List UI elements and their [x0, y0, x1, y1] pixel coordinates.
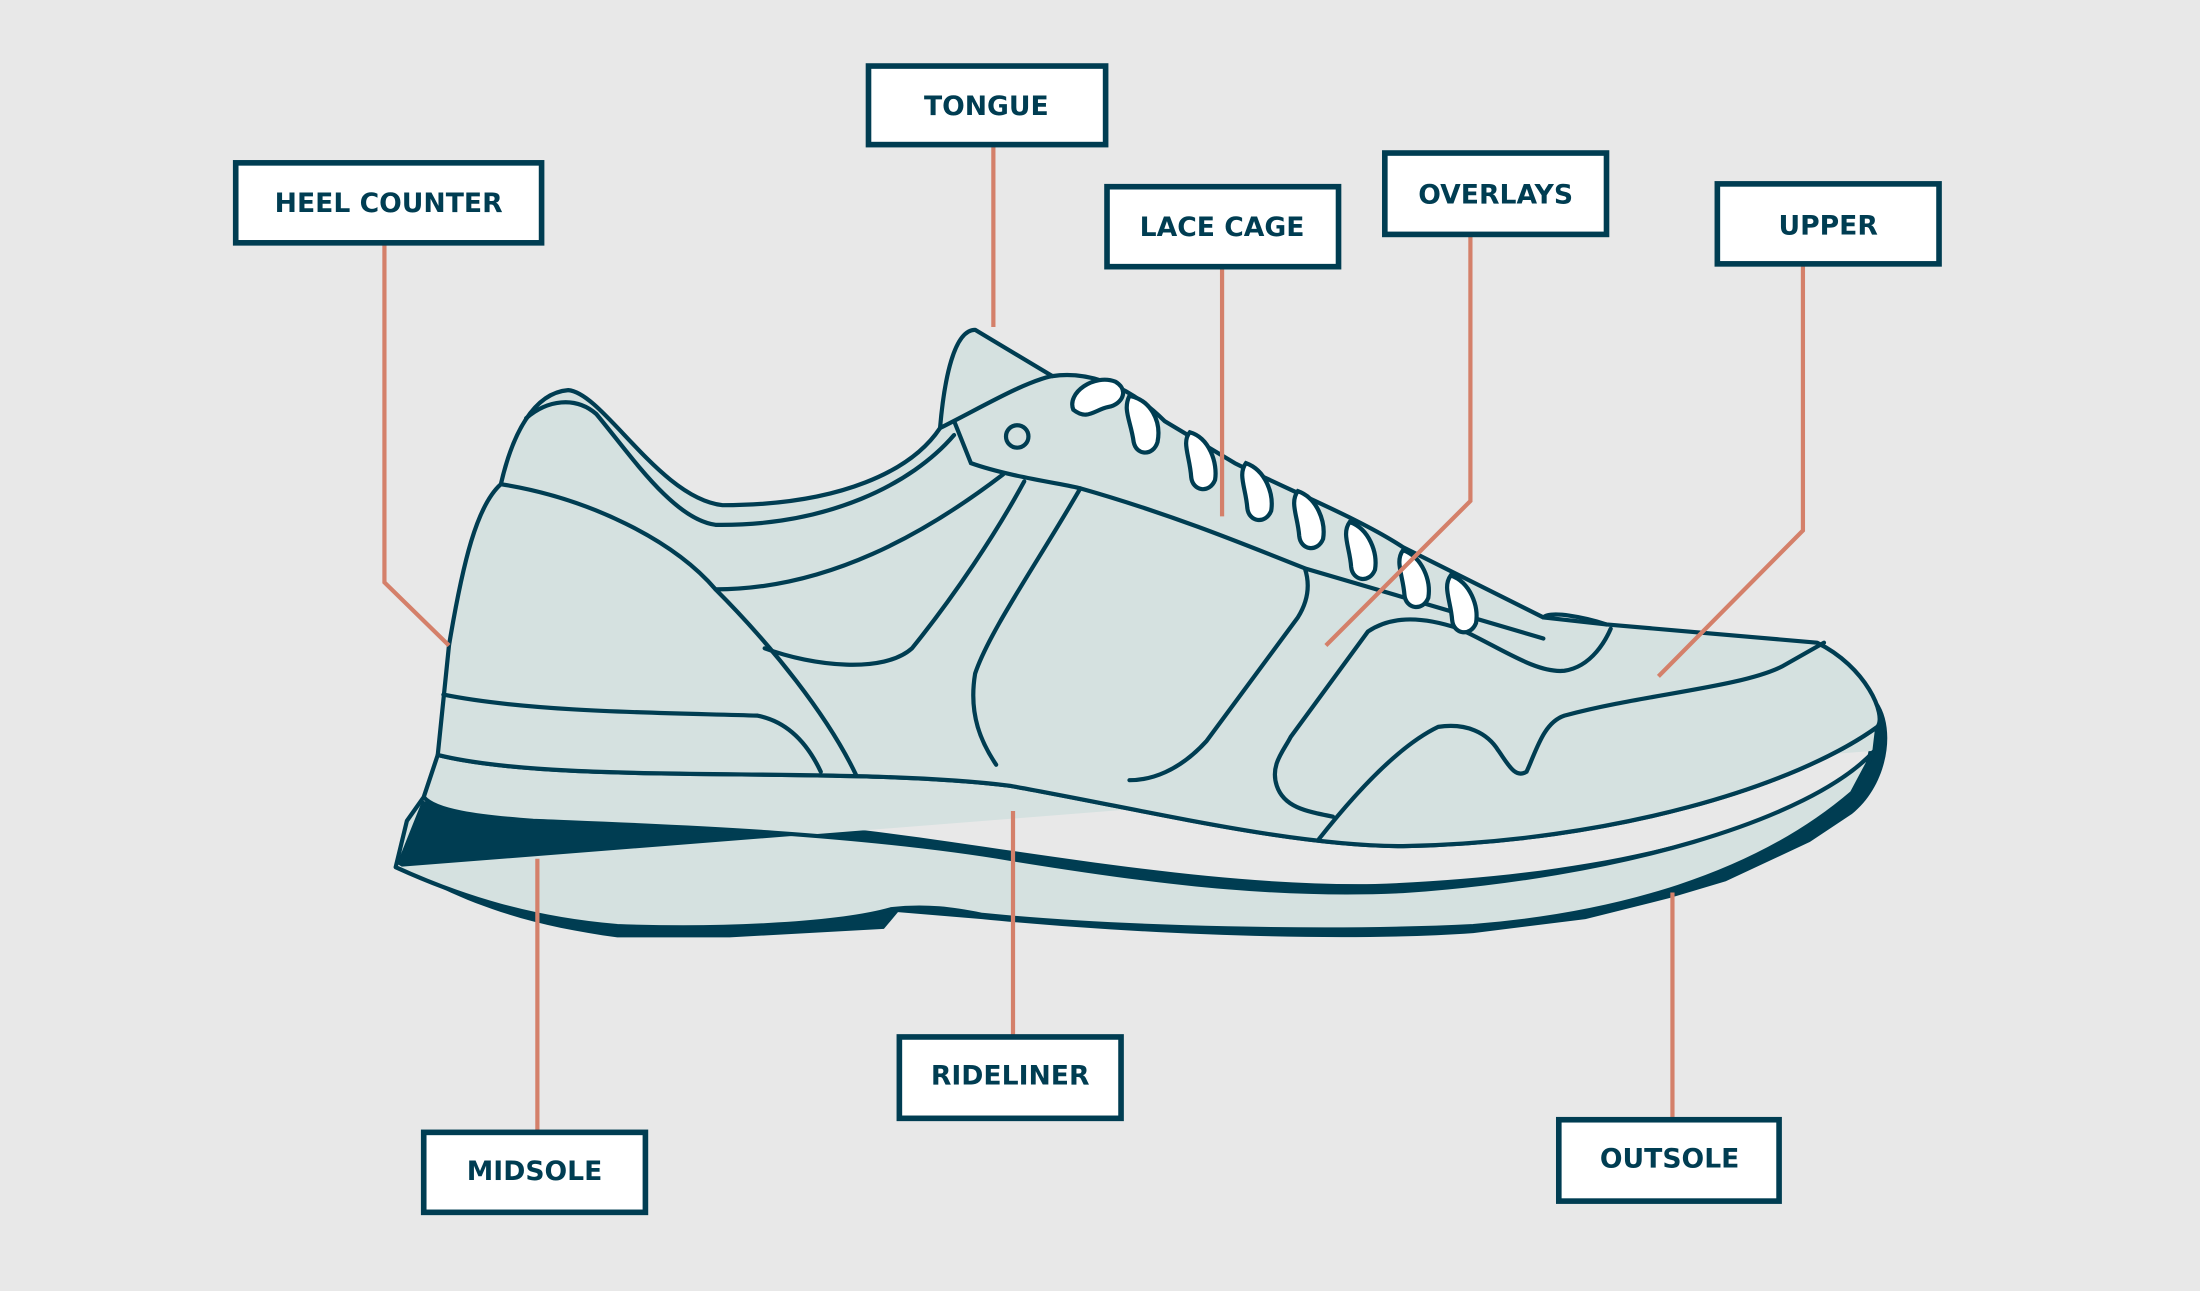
- side-overlay-line: [762, 479, 1083, 767]
- midfoot-overlay-line: [1127, 566, 1827, 842]
- label-text: HEEL COUNTER: [275, 188, 503, 219]
- label-outsole: OUTSOLE: [1555, 1116, 1782, 1204]
- label-lace-cage: LACE CAGE: [1104, 183, 1342, 270]
- label-midsole: MIDSOLE: [420, 1129, 649, 1216]
- heel-overlay-line: [441, 692, 823, 774]
- laces: [1070, 377, 1479, 635]
- tongue-top-line: [1541, 612, 1609, 627]
- label-text: TONGUE: [924, 91, 1049, 122]
- label-overlays: OVERLAYS: [1382, 150, 1610, 238]
- shoe-illustration: [393, 327, 1888, 938]
- leader-lines: [382, 144, 1806, 1133]
- leader-heel-counter: [382, 242, 451, 648]
- collar-line: [524, 400, 957, 527]
- label-text: RIDELINER: [931, 1061, 1090, 1092]
- label-text: LACE CAGE: [1140, 212, 1305, 243]
- label-text: UPPER: [1778, 210, 1877, 241]
- leader-overlays: [1324, 234, 1473, 647]
- label-heel-counter: HEEL COUNTER: [232, 160, 545, 246]
- label-text: OUTSOLE: [1600, 1144, 1739, 1175]
- leader-upper: [1656, 263, 1806, 678]
- label-rideliner: RIDELINER: [896, 1034, 1124, 1122]
- collar-lining-line: [713, 472, 1006, 592]
- label-text: MIDSOLE: [467, 1156, 603, 1187]
- label-tongue: TONGUE: [865, 63, 1109, 148]
- label-text: OVERLAYS: [1418, 180, 1573, 211]
- eyelet-icon: [1003, 423, 1031, 450]
- label-upper: UPPER: [1714, 181, 1942, 267]
- eyestay-line: [937, 374, 1546, 641]
